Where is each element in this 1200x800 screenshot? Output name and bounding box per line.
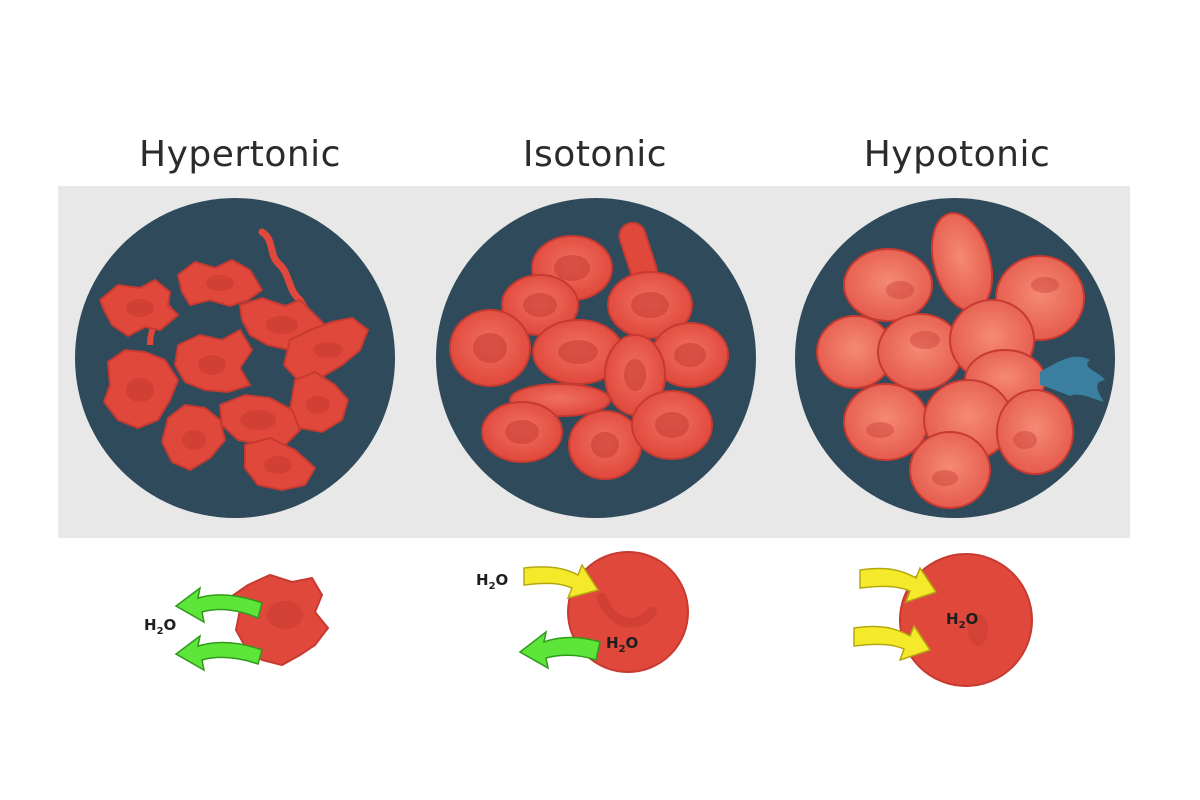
isotonic-dish <box>436 198 756 518</box>
cell-center <box>126 378 154 402</box>
isotonic-illustration: H2O H2O <box>476 551 689 673</box>
rbc-group <box>449 235 729 480</box>
cell-center <box>266 316 298 334</box>
hypertonic-dish <box>75 198 395 518</box>
cell-center <box>198 355 226 375</box>
cell-center <box>597 593 657 628</box>
cell-center <box>182 430 206 450</box>
water-in-arrow <box>853 624 932 662</box>
hypotonic-dish <box>795 198 1115 518</box>
cell-center <box>313 342 343 358</box>
h2o-label: H2O <box>946 610 978 631</box>
h2o-label: H2O <box>144 616 176 637</box>
cell-strand <box>258 228 310 314</box>
rbc-group <box>816 212 1085 509</box>
hypertonic-title: Hypertonic <box>139 134 341 175</box>
cell-center <box>267 601 303 629</box>
normal-cells <box>449 221 729 480</box>
isotonic-title: Isotonic <box>522 134 668 175</box>
cell-center <box>968 614 988 646</box>
hypotonic-illustration: H2O <box>853 553 1033 687</box>
cell-center <box>126 299 154 317</box>
swollen-cells <box>816 212 1105 509</box>
water-out-arrow <box>174 586 263 624</box>
water-in-arrow <box>523 563 600 600</box>
lysis-leak <box>1040 356 1105 402</box>
hypotonic-title: Hypotonic <box>863 134 1051 175</box>
hypertonic-illustration: H2O <box>144 573 330 672</box>
h2o-label: H2O <box>606 634 638 655</box>
cell-center <box>206 275 234 291</box>
water-in-arrow <box>859 566 938 604</box>
water-out-arrow <box>518 630 601 670</box>
cell-center <box>306 396 330 414</box>
h2o-label: H2O <box>476 571 508 592</box>
crenated-cells <box>98 228 370 492</box>
water-out-arrow <box>174 634 263 672</box>
cell-center <box>240 410 276 430</box>
cell-center <box>264 456 292 474</box>
